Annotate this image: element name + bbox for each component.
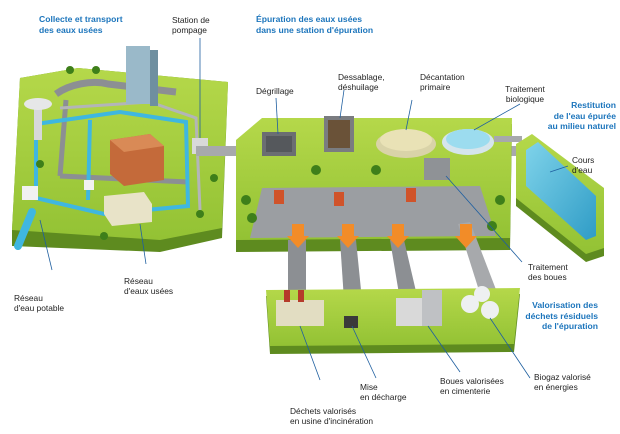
label-biogaz: Biogaz valorisé en énergies (534, 372, 591, 392)
label-dechets-incineration: Déchets valorisés en usine d'incinératio… (290, 406, 374, 426)
heading-restitution: Restitution de l'eau épurée au milieu na… (547, 100, 616, 131)
flow-arrows (287, 224, 477, 248)
heading-epuration: Épuration des eaux usées dans une statio… (256, 14, 374, 35)
outlet-pipe (494, 136, 522, 142)
collection-platform (12, 46, 228, 252)
heading-valorisation: Valorisation des déchets résiduels de l'… (525, 300, 598, 331)
label-traitement-biologique: Traitement biologique (505, 84, 545, 104)
label-cours-eau: Cours d'eau (572, 155, 595, 175)
heading-collecte: Collecte et transport des eaux usées (39, 14, 123, 35)
label-decantation: Décantation primaire (420, 72, 465, 92)
access-roads (288, 222, 500, 300)
label-dessablage: Dessablage, déshuilage (338, 72, 385, 92)
label-reseau-usees: Réseau d'eaux usées (124, 276, 174, 296)
label-degrillage: Dégrillage (256, 86, 294, 96)
callout-lines (39, 38, 569, 381)
river-platform (516, 134, 604, 262)
label-reseau-potable: Réseau d'eau potable (14, 293, 65, 313)
label-station-pompage: Station de pompage (172, 15, 210, 35)
label-mise-decharge: Mise en décharge (360, 382, 407, 402)
label-traitement-boues: Traitement des boues (528, 262, 568, 282)
treatment-platform (236, 116, 512, 252)
valorisation-platform (266, 286, 520, 354)
label-boues-cimenterie: Boues valorisées en cimenterie (440, 376, 504, 396)
